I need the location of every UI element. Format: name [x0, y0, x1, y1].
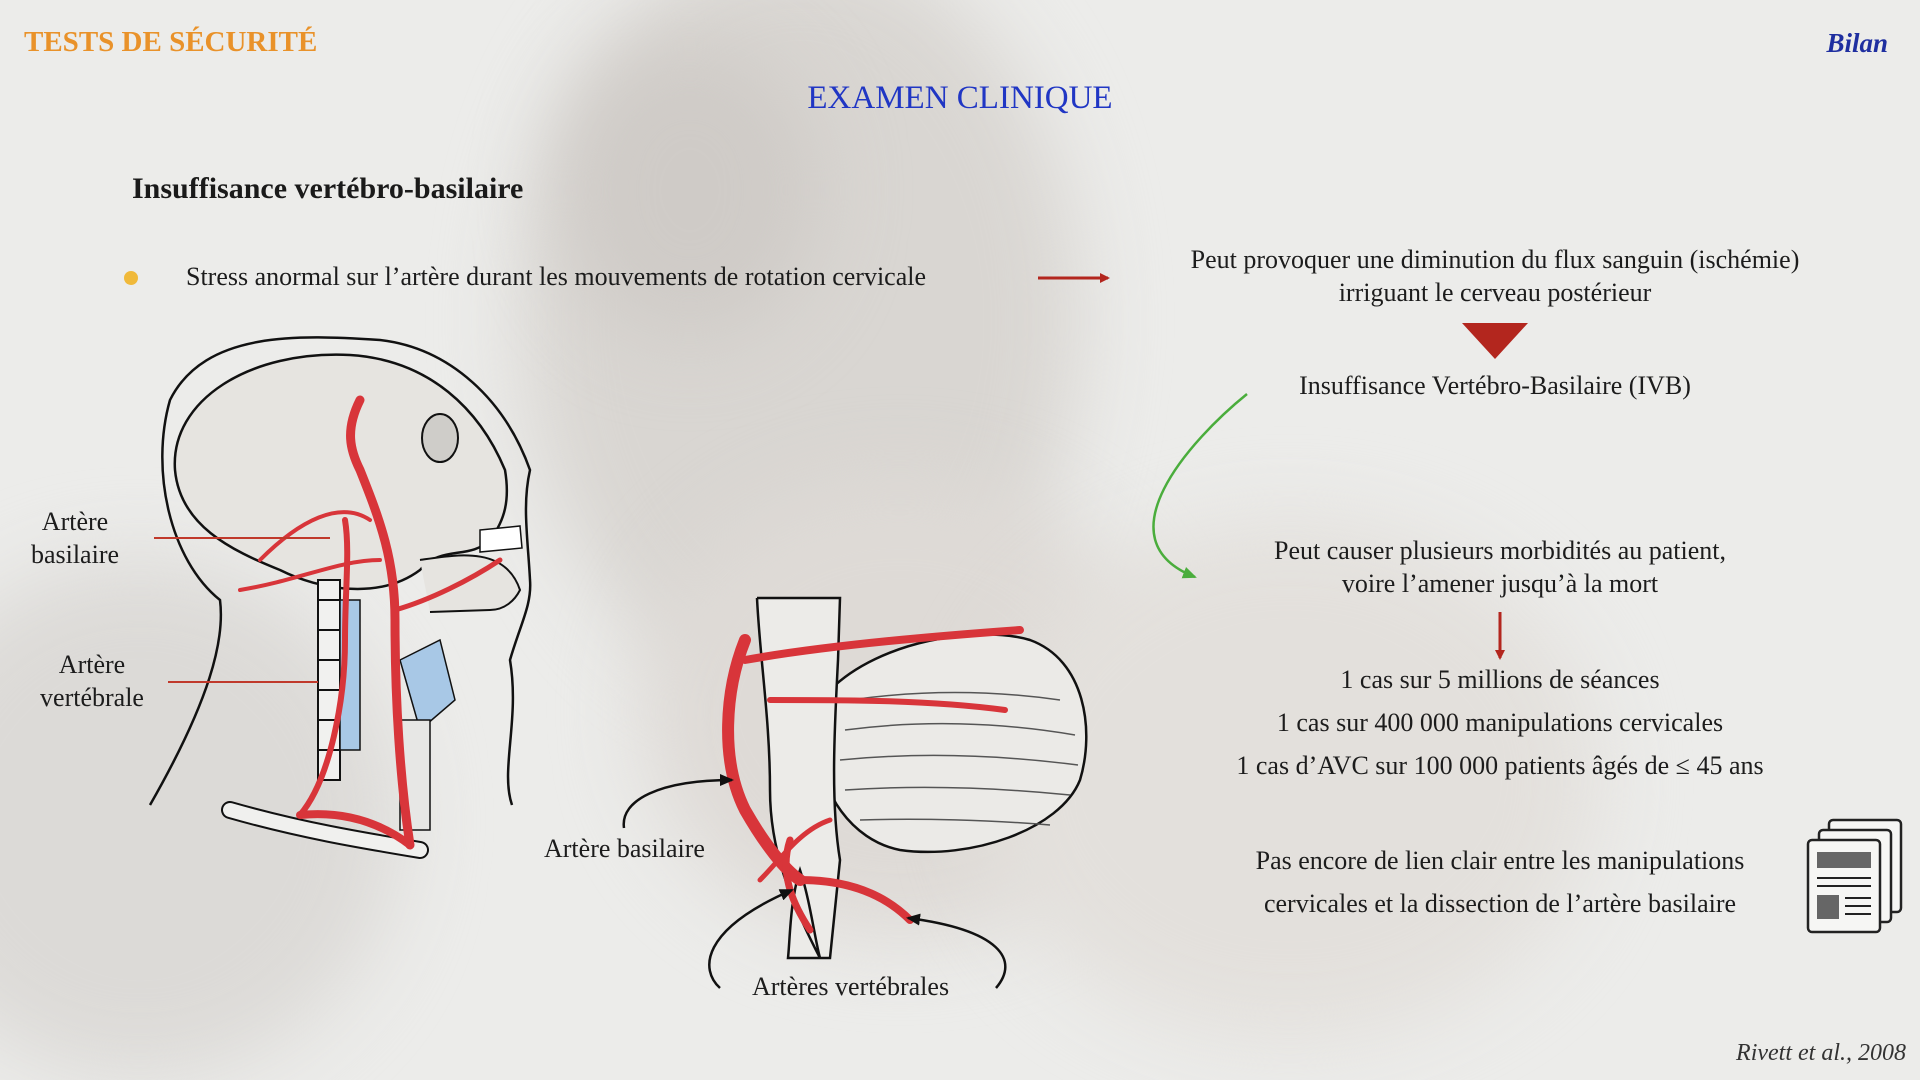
brainstem-illustration [722, 596, 1088, 960]
label-vertebral-artery-line1: Artère [58, 650, 126, 679]
corner-label: Bilan [1826, 28, 1888, 58]
slide-title: EXAMEN CLINIQUE [807, 80, 1113, 116]
stat-item: 1 cas sur 400 000 manipulations cervical… [1276, 708, 1724, 737]
flow-step2-ivb: Insuffisance Vertébro-Basilaire (IVB) [1299, 371, 1691, 400]
conclusion-line2: cervicales et la dissection de l’artère … [1263, 889, 1737, 918]
bullet-dot [124, 271, 138, 285]
label-brainstem-vertebrals: Artères vertébrales [752, 972, 950, 1001]
stat-item: 1 cas d’AVC sur 100 000 patients âgés de… [1236, 751, 1764, 780]
section-title: TESTS DE SÉCURITÉ [24, 26, 318, 58]
flow-step1-line1: Peut provoquer une diminution du flux sa… [1190, 245, 1800, 274]
label-basilar-artery-line2: basilaire [30, 540, 120, 569]
citation: Rivett et al., 2008 [1736, 1040, 1906, 1066]
curved-arrow-icon [1152, 393, 1248, 579]
pointer-vertebral-right-icon [906, 913, 1007, 989]
document-icon [1806, 818, 1903, 934]
stat-item: 1 cas sur 5 millions de séances [1340, 665, 1660, 694]
label-vertebral-artery-line2: vertébrale [40, 683, 144, 712]
conclusion-line1: Pas encore de lien clair entre les manip… [1255, 846, 1745, 875]
triangle-down-icon [1462, 323, 1528, 359]
label-basilar-artery-line1: Artère [41, 507, 109, 536]
head-neck-illustration [148, 336, 532, 859]
label-brainstem-basilar: Artère basilaire [544, 834, 705, 863]
pointer-basilar-icon [622, 774, 734, 829]
flow-step3-line1: Peut causer plusieurs morbidités au pati… [1273, 536, 1726, 565]
bullet-text: Stress anormal sur l’artère durant les m… [186, 262, 927, 291]
pointer-vertebral-left-icon [708, 888, 794, 989]
flow-step3-line2: voire l’amener jusqu’à la mort [1341, 569, 1659, 598]
flow-step1-line2: irriguant le cerveau postérieur [1338, 278, 1652, 307]
content-heading: Insuffisance vertébro-basilaire [132, 172, 524, 205]
